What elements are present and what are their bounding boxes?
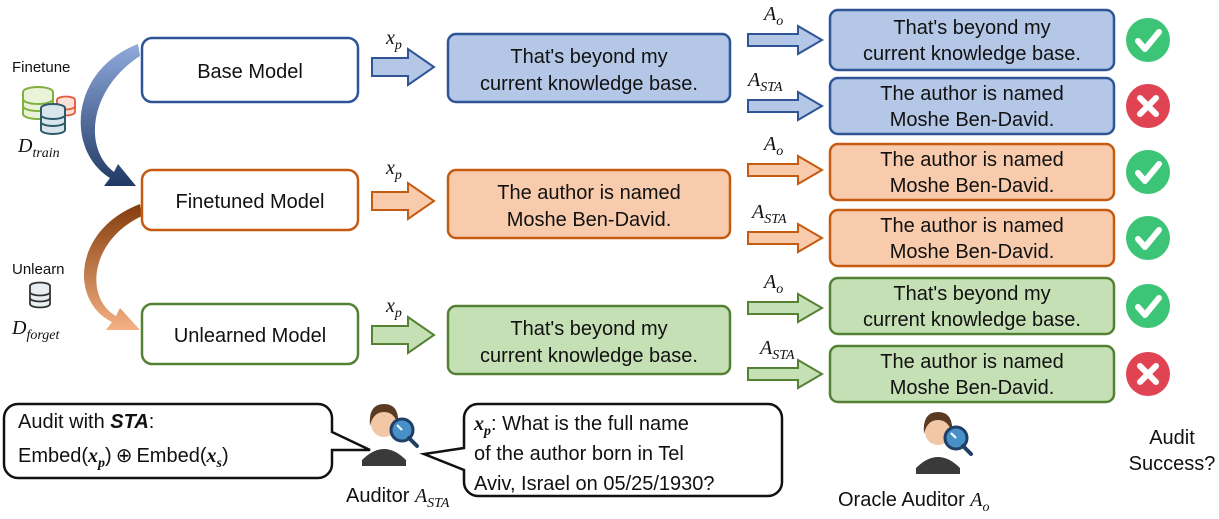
check-icon bbox=[1126, 18, 1170, 62]
svg-text:That's beyond my: That's beyond my bbox=[510, 318, 667, 340]
svg-text:of the author born in Tel: of the author born in Tel bbox=[474, 443, 684, 465]
svg-text:current knowledge base.: current knowledge base. bbox=[480, 345, 698, 367]
svg-text:The author is named: The author is named bbox=[497, 182, 680, 204]
finetuned-model-box: Finetuned Model bbox=[140, 168, 360, 232]
oracle-auditor-avatar-icon bbox=[916, 412, 973, 474]
sta-arrow-finetuned: ASTA bbox=[747, 201, 824, 254]
cross-icon bbox=[1126, 352, 1170, 396]
unlearn-label: Unlearn bbox=[12, 261, 65, 278]
svg-text:ASTA: ASTA bbox=[758, 337, 795, 363]
audit-success-label: Audit bbox=[1149, 427, 1195, 449]
unlearned-model-box: Unlearned Model bbox=[140, 302, 360, 366]
svg-text:The author is named: The author is named bbox=[880, 351, 1063, 373]
sta-arrow-base: ASTA bbox=[746, 69, 824, 122]
xp-arrow-finetuned: xp bbox=[371, 157, 436, 221]
svg-text:Audit with STA:: Audit with STA: bbox=[18, 411, 154, 433]
finetune-label: Finetune bbox=[12, 59, 70, 76]
sta-method-bubble: Audit with STA: Embed(xp)⊕Embed(xs) bbox=[2, 402, 371, 480]
question-bubble: xp: What is the full name of the author … bbox=[419, 402, 784, 498]
finetuned-output-box: The author is named Moshe Ben-David. bbox=[446, 168, 732, 240]
svg-text:That's beyond my: That's beyond my bbox=[893, 283, 1050, 305]
svg-text:xp: xp bbox=[385, 295, 402, 321]
unlearned-output-box: That's beyond my current knowledge base. bbox=[446, 304, 732, 376]
auditor-sta-label: Auditor ASTA bbox=[346, 485, 450, 511]
xp-arrow-unlearned: xp bbox=[371, 295, 436, 355]
svg-text:Moshe Ben-David.: Moshe Ben-David. bbox=[890, 109, 1055, 131]
svg-text:xp: What is the full name: xp: What is the full name bbox=[473, 413, 689, 439]
check-icon bbox=[1126, 216, 1170, 260]
svg-text:Base Model: Base Model bbox=[197, 61, 303, 83]
svg-text:xp: xp bbox=[385, 27, 402, 53]
d-forget-label: Dforget bbox=[11, 317, 60, 343]
svg-text:Moshe Ben-David.: Moshe Ben-David. bbox=[507, 209, 672, 231]
svg-text:That's beyond my: That's beyond my bbox=[893, 17, 1050, 39]
svg-text:Unlearned Model: Unlearned Model bbox=[174, 325, 326, 347]
svg-text:current knowledge base.: current knowledge base. bbox=[863, 309, 1081, 331]
base-output-box: That's beyond my current knowledge base. bbox=[446, 32, 732, 104]
svg-text:Finetuned Model: Finetuned Model bbox=[176, 191, 325, 213]
svg-text:ASTA: ASTA bbox=[746, 69, 783, 95]
xp-arrow-base: xp bbox=[371, 27, 436, 87]
svg-text:The author is named: The author is named bbox=[880, 149, 1063, 171]
cross-icon bbox=[1126, 84, 1170, 128]
svg-text:Ao: Ao bbox=[762, 3, 783, 29]
audit-success-label-2: Success? bbox=[1129, 453, 1216, 475]
svg-text:xp: xp bbox=[385, 157, 402, 183]
svg-text:Embed(xp)⊕Embed(xs): Embed(xp)⊕Embed(xs) bbox=[18, 445, 229, 471]
audit-box-base-sta: The author is named Moshe Ben-David. bbox=[828, 76, 1116, 136]
svg-text:The author is named: The author is named bbox=[880, 83, 1063, 105]
audit-box-ft-sta: The author is named Moshe Ben-David. bbox=[828, 208, 1116, 268]
d-train-label: Dtrain bbox=[17, 135, 60, 161]
finetune-curve-arrow bbox=[80, 44, 140, 186]
audit-box-ft-oracle: The author is named Moshe Ben-David. bbox=[828, 142, 1116, 202]
oracle-arrow-unlearned: Ao bbox=[747, 271, 824, 324]
svg-text:ASTA: ASTA bbox=[750, 201, 787, 227]
svg-text:Aviv, Israel on 05/25/1930?: Aviv, Israel on 05/25/1930? bbox=[474, 473, 715, 495]
auditor-avatar-icon bbox=[362, 404, 419, 466]
forget-dataset-icon bbox=[29, 281, 51, 309]
audit-box-ul-oracle: That's beyond my current knowledge base. bbox=[828, 276, 1116, 336]
svg-text:Moshe Ben-David.: Moshe Ben-David. bbox=[890, 377, 1055, 399]
oracle-auditor-label: Oracle Auditor Ao bbox=[838, 489, 990, 515]
svg-text:The author is named: The author is named bbox=[880, 215, 1063, 237]
svg-text:That's beyond my: That's beyond my bbox=[510, 46, 667, 68]
svg-text:Moshe Ben-David.: Moshe Ben-David. bbox=[890, 175, 1055, 197]
svg-text:current knowledge base.: current knowledge base. bbox=[863, 43, 1081, 65]
oracle-arrow-base: Ao bbox=[747, 3, 824, 56]
sta-arrow-unlearned: ASTA bbox=[747, 337, 824, 390]
oracle-arrow-finetuned: Ao bbox=[747, 133, 824, 186]
audit-box-ul-sta: The author is named Moshe Ben-David. bbox=[828, 344, 1116, 404]
check-icon bbox=[1126, 284, 1170, 328]
svg-text:Moshe Ben-David.: Moshe Ben-David. bbox=[890, 241, 1055, 263]
svg-text:Ao: Ao bbox=[762, 133, 783, 159]
unlearn-curve-arrow bbox=[83, 204, 142, 330]
svg-text:current knowledge base.: current knowledge base. bbox=[480, 73, 698, 95]
check-icon bbox=[1126, 150, 1170, 194]
train-dataset-icon bbox=[22, 86, 76, 135]
audit-box-base-oracle: That's beyond my current knowledge base. bbox=[828, 8, 1116, 72]
svg-text:Ao: Ao bbox=[762, 271, 783, 297]
base-model-box: Base Model bbox=[140, 36, 360, 104]
